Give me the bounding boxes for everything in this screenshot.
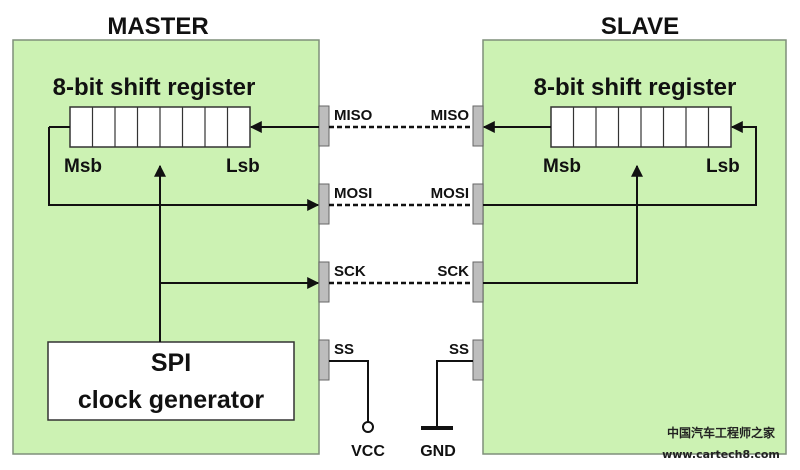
master-miso-label: MISO: [334, 107, 373, 124]
slave-block: [482, 39, 787, 455]
slave-lsb-label: Lsb: [706, 156, 740, 177]
master-title: MASTER: [107, 13, 208, 40]
slave-ss-label: SS: [449, 341, 469, 358]
master-pin-mosi: [318, 183, 330, 225]
master-shift-register: [69, 106, 251, 148]
master-mosi-label: MOSI: [334, 185, 372, 202]
slave-mosi-label: MOSI: [431, 185, 469, 202]
master-register-label: 8-bit shift register: [53, 74, 256, 101]
master-pin-ss: [318, 339, 330, 381]
watermark-url: www.cartech8.com: [662, 448, 780, 461]
clock-generator-title: SPI: [151, 349, 191, 377]
slave-pin-miso: [472, 105, 484, 147]
slave-sck-wire: [483, 164, 643, 284]
slave-mosi-wire: [483, 121, 757, 206]
vcc-terminal-icon: [362, 421, 374, 433]
slave-msb-label: Msb: [543, 156, 581, 177]
master-ss-to-vcc-wire: [329, 360, 369, 422]
master-ss-label: SS: [334, 341, 354, 358]
clock-generator-subtitle: clock generator: [78, 386, 264, 414]
watermark-title: 中国汽车工程师之家: [667, 425, 776, 440]
clock-generator-box: [47, 341, 295, 421]
master-pin-miso: [318, 105, 330, 147]
slave-pin-ss: [472, 339, 484, 381]
slave-miso-label: MISO: [431, 107, 470, 124]
slave-title: SLAVE: [601, 13, 679, 40]
gnd-label: GND: [420, 443, 456, 460]
slave-sck-label: SCK: [437, 263, 469, 280]
master-mosi-wire: [48, 127, 320, 211]
master-pin-sck: [318, 261, 330, 303]
vcc-label: VCC: [351, 443, 385, 460]
slave-pin-mosi: [472, 183, 484, 225]
slave-pin-sck: [472, 261, 484, 303]
master-lsb-label: Lsb: [226, 156, 260, 177]
master-sck-label: SCK: [334, 263, 366, 280]
slave-shift-register: [550, 106, 732, 148]
master-msb-label: Msb: [64, 156, 102, 177]
slave-ss-to-gnd-wire: [436, 360, 473, 427]
slave-register-label: 8-bit shift register: [534, 74, 737, 101]
